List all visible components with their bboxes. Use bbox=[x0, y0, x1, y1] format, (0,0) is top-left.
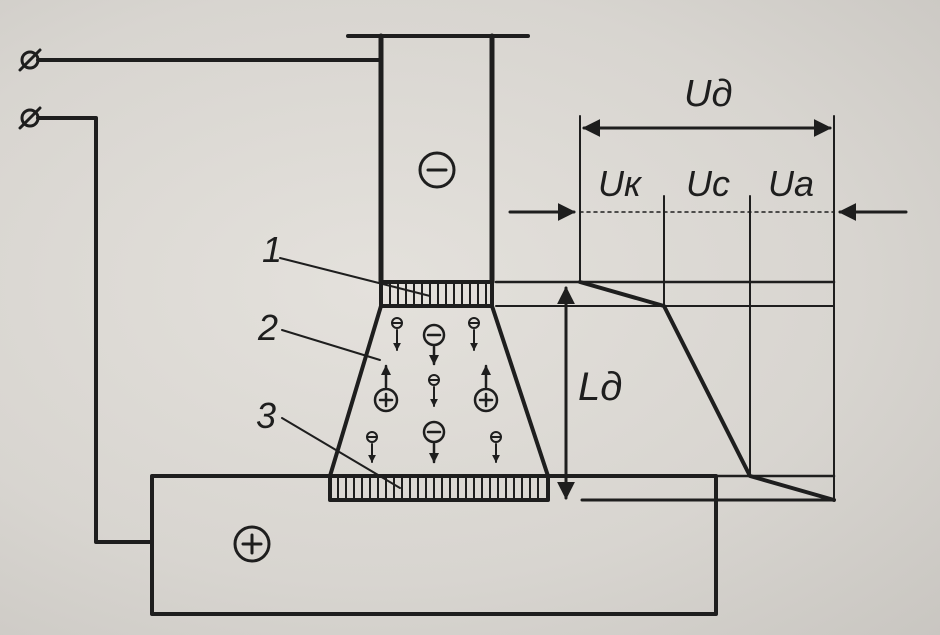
particle-electron bbox=[391, 317, 403, 351]
arc-length-label: Lд bbox=[578, 365, 622, 409]
electrode-polarity-symbol bbox=[418, 151, 456, 189]
callout-1-leader bbox=[279, 257, 431, 297]
callout-2-label: 2 bbox=[257, 307, 278, 348]
particle-electron bbox=[428, 374, 440, 407]
u-anode-label: Uа bbox=[768, 163, 814, 204]
u-arc-label: Uд bbox=[684, 73, 732, 115]
anode-region bbox=[328, 474, 550, 502]
anode-region-hatch bbox=[337, 477, 539, 499]
particle-electron bbox=[468, 317, 480, 351]
arc-column bbox=[328, 304, 550, 478]
wire-to-workpiece bbox=[36, 116, 154, 544]
particle-electron bbox=[490, 431, 502, 463]
u-cathode-label: Uк bbox=[598, 163, 643, 204]
callout-2-leader bbox=[281, 329, 381, 361]
voltage-graph bbox=[494, 115, 836, 502]
callout-1-label: 1 bbox=[262, 229, 282, 270]
electrode bbox=[346, 33, 530, 285]
particle-positive-ion bbox=[473, 364, 499, 413]
particle-positive-ion bbox=[373, 364, 399, 413]
workpiece-polarity-symbol bbox=[233, 525, 271, 563]
particle-negative-ion bbox=[422, 323, 446, 366]
callout-3-leader bbox=[281, 417, 401, 489]
u-column-label: Uс bbox=[686, 163, 730, 204]
cathode-region-hatch bbox=[389, 283, 487, 305]
callout-3-label: 3 bbox=[256, 395, 276, 436]
voltage-curve bbox=[578, 280, 836, 502]
particle-negative-ion bbox=[422, 420, 446, 464]
particle-electron bbox=[366, 431, 378, 463]
